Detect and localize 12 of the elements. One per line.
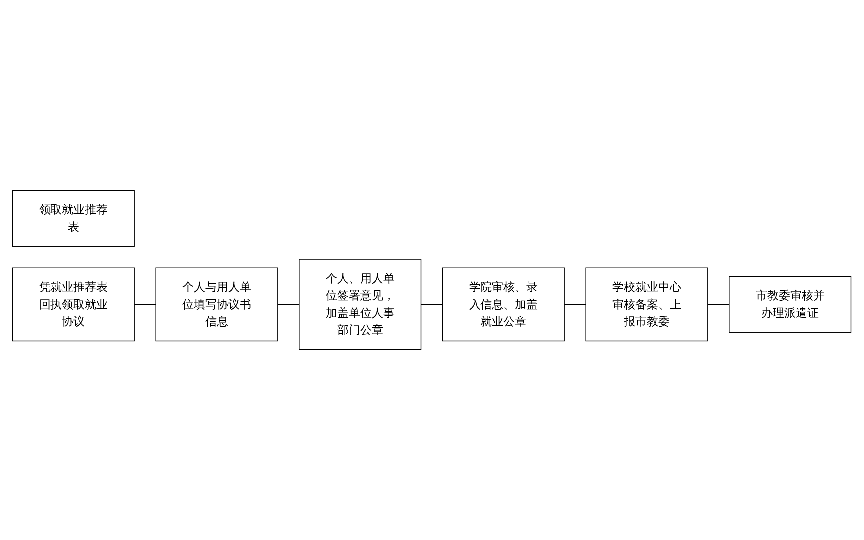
- connector: [278, 304, 300, 305]
- node-box: 市教委审核并办理派遣证: [729, 276, 852, 333]
- connector: [134, 304, 156, 305]
- node-box: 领取就业推荐表: [12, 190, 135, 247]
- node-box: 学院审核、录入信息、加盖就业公章: [442, 268, 565, 342]
- node-box: 个人与用人单位填写协议书信息: [156, 268, 278, 342]
- connector: [420, 304, 444, 305]
- node-box: 凭就业推荐表回执领取就业协议: [12, 268, 135, 342]
- connector: [564, 304, 586, 305]
- node-box: 学校就业中心审核备案、上报市教委: [586, 268, 708, 342]
- connector: [708, 304, 730, 305]
- node-box: 个人、用人单位签署意见，加盖单位人事部门公章: [299, 258, 422, 350]
